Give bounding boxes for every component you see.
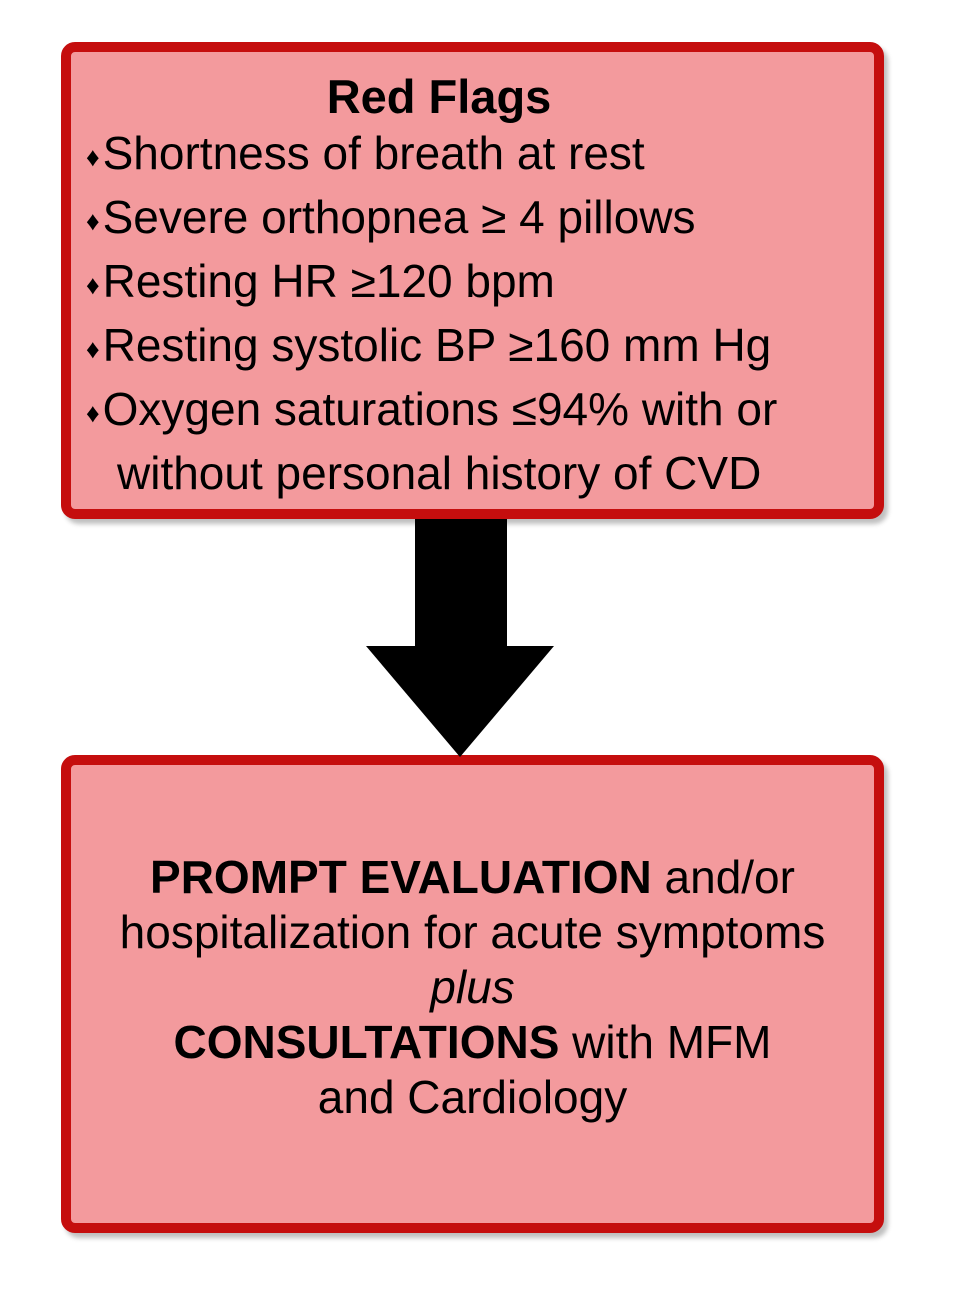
action-line-plus: plus xyxy=(71,960,874,1015)
red-flag-item-orthopnea: ♦Severe orthopnea ≥ 4 pillows xyxy=(86,189,868,253)
action-line-consultations: CONSULTATIONS with MFM xyxy=(71,1015,874,1070)
diamond-bullet-icon: ♦ xyxy=(86,398,100,429)
red-flag-item-oxygen-saturation: ♦Oxygen saturations ≤94% with or without … xyxy=(86,381,868,502)
red-flag-text: Resting systolic BP ≥160 mm Hg xyxy=(102,319,772,371)
down-arrow-icon xyxy=(366,519,554,757)
red-flag-item-shortness-of-breath: ♦Shortness of breath at rest xyxy=(86,125,868,189)
action-line-hospitalization: hospitalization for acute symptoms xyxy=(119,905,826,958)
action-line-cardiology: and Cardiology xyxy=(317,1070,628,1123)
red-flag-text: Oxygen saturations ≤94% with or xyxy=(102,383,778,435)
diamond-bullet-icon: ♦ xyxy=(86,270,100,301)
diamond-bullet-icon: ♦ xyxy=(86,334,100,365)
red-flag-text: Resting HR ≥120 bpm xyxy=(102,255,555,307)
plus-italic-text: plus xyxy=(430,960,515,1013)
red-flags-title: Red Flags xyxy=(326,70,552,123)
red-flag-text: Shortness of breath at rest xyxy=(102,127,645,179)
red-flags-box: Red Flags ♦Shortness of breath at rest ♦… xyxy=(61,42,884,519)
diamond-bullet-icon: ♦ xyxy=(86,142,100,173)
red-flag-text-continuation: without personal history of CVD xyxy=(117,447,762,499)
red-flag-text: Severe orthopnea ≥ 4 pillows xyxy=(102,191,696,243)
prompt-evaluation-bold-text: PROMPT EVALUATION xyxy=(150,850,652,903)
action-line-prompt-evaluation: PROMPT EVALUATION and/or xyxy=(71,850,874,905)
red-flag-item-systolic-bp: ♦Resting systolic BP ≥160 mm Hg xyxy=(86,317,868,381)
red-flags-list: ♦Shortness of breath at rest ♦Severe ort… xyxy=(86,125,868,502)
action-box: PROMPT EVALUATION and/or hospitalization… xyxy=(61,755,884,1233)
and-or-text: and/or xyxy=(651,850,795,903)
diamond-bullet-icon: ♦ xyxy=(86,206,100,237)
red-flag-item-resting-hr: ♦Resting HR ≥120 bpm xyxy=(86,253,868,317)
consultations-bold-text: CONSULTATIONS xyxy=(173,1015,560,1068)
with-mfm-text: with MFM xyxy=(559,1015,772,1068)
